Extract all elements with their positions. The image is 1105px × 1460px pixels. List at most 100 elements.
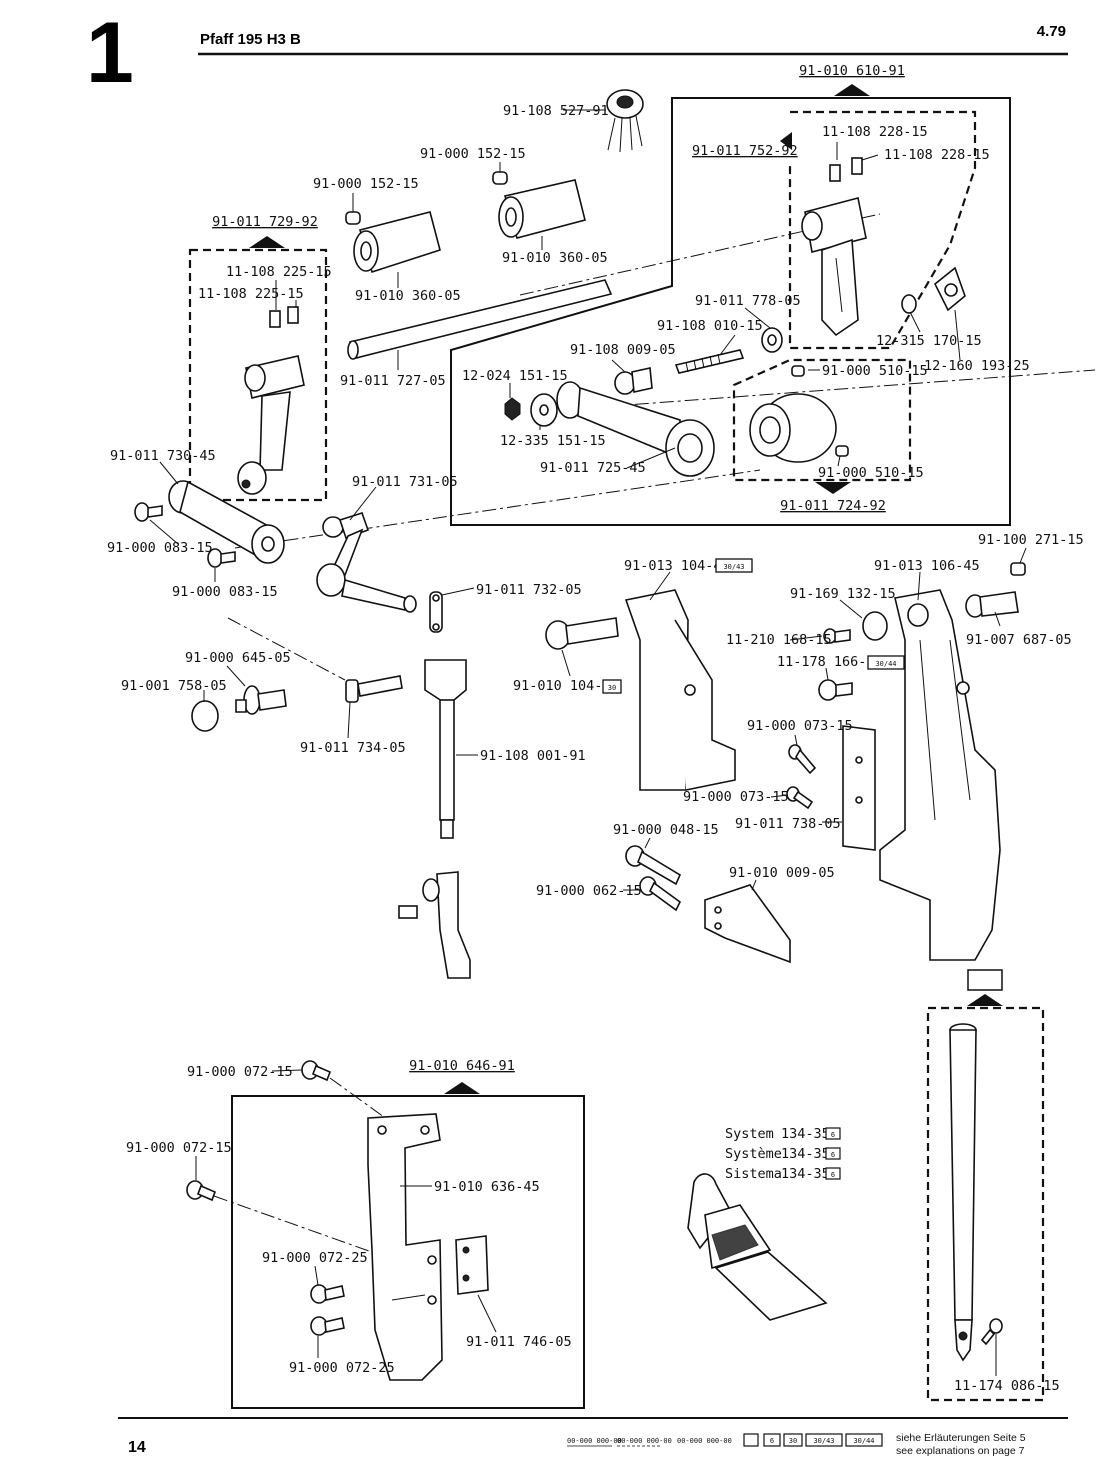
link-icon [429, 591, 443, 633]
part-label: 91-000 073-15 [683, 789, 789, 805]
empty-reference-box [967, 969, 1003, 991]
assembly-number-top-right: 91-010 610-91 [799, 63, 905, 79]
presser-bar-icon [424, 659, 467, 839]
part-label: 91-000 083-15 [172, 584, 278, 600]
assembly-marker-inner [780, 132, 792, 150]
bolt-icon [639, 876, 682, 912]
part-label: 91-000 072-15 [187, 1064, 293, 1080]
reference-badges: 30/43 30/44 30 [602, 558, 905, 694]
part-label: 91-100 271-15 [978, 532, 1084, 548]
revision-date: 4.79 [1037, 23, 1066, 40]
part-label: 91-000 645-05 [185, 650, 291, 666]
needle-bar-icon [949, 1023, 977, 1362]
connecting-rod-icon [556, 381, 715, 477]
part-label: 91-010 104-05 [513, 678, 619, 694]
part-label: 11-178 166-15 [777, 654, 883, 670]
assembly-number-inner: 91-011 752-92 [692, 143, 798, 159]
assembly-marker-lower-right [815, 482, 851, 494]
needle-system-value: 134-35 [781, 1126, 830, 1142]
screw-icon [823, 628, 851, 644]
assembly-number-bottom-left: 91-010 646-91 [409, 1058, 515, 1074]
bushing-icon [353, 211, 441, 274]
part-label: 91-108 010-15 [657, 318, 763, 334]
page-title: Pfaff 195 H3 B [200, 31, 301, 48]
needle-system-label: Système [725, 1146, 782, 1162]
needle-bar-frame-icon [879, 589, 1001, 961]
part-label: 12-160 193-25 [924, 358, 1030, 374]
part-label: 91-011 730-45 [110, 448, 216, 464]
assembly-marker-bottom-left [444, 1082, 480, 1094]
part-label: 11-108 225-15 [198, 286, 304, 302]
part-label: 91-000 048-15 [613, 822, 719, 838]
part-label: 91-108 527-91 [503, 103, 609, 119]
screw-icon [207, 548, 236, 568]
group-number: 1 [86, 5, 134, 101]
part-label: 91-000 073-15 [747, 718, 853, 734]
part-label: 91-108 001-91 [480, 748, 586, 764]
needle-system-value: 134-35 [781, 1166, 830, 1182]
shoulder-screw-icon [235, 685, 287, 715]
assembly-frame-inner [788, 110, 977, 350]
badge-label: 30 [608, 684, 616, 692]
needle-clamp-plate-icon [367, 1113, 443, 1381]
footer-note-de: siehe Erläuterungen Seite 5 [896, 1432, 1026, 1444]
hinge-pin-icon [545, 617, 619, 650]
footer-badge: 30/44 [853, 1437, 874, 1445]
screw-icon [980, 1318, 1003, 1346]
grub-screw-icon [345, 211, 361, 225]
part-label: 91-000 152-15 [420, 146, 526, 162]
part-label: 91-000 072-15 [126, 1140, 232, 1156]
needle-system-table: System 134-35 6 Système 134-35 6 Sistema… [725, 1126, 841, 1182]
axis-line-screw-top [329, 1077, 396, 1126]
stop-clip-icon [345, 675, 403, 703]
part-label: 91-000 510-15 [822, 363, 928, 379]
axis-line-screw-side [213, 1195, 401, 1263]
footer-badge: 6 [770, 1437, 774, 1445]
part-label: 91-000 510-15 [818, 465, 924, 481]
part-label: 91-000 072-25 [262, 1250, 368, 1266]
screw-icon [134, 502, 163, 522]
part-label: 91-000 152-15 [313, 176, 419, 192]
part-label: 91-011 746-05 [466, 1334, 572, 1350]
badge-label: 30/43 [723, 563, 744, 571]
screw-icon [818, 679, 853, 701]
assembly-number-lower-right: 91-011 724-92 [780, 498, 886, 514]
needle-package-icon [687, 1173, 828, 1321]
part-label: 91-011 727-05 [340, 373, 446, 389]
part-label: 91-001 758-05 [121, 678, 227, 694]
part-label: 91-010 360-05 [502, 250, 608, 266]
washer-icon [901, 294, 917, 314]
guide-block-icon [704, 884, 791, 964]
washer-hole-icon [539, 404, 549, 416]
part-label: 91-011 734-05 [300, 740, 406, 756]
grub-screw-icon [1010, 562, 1026, 576]
eccentric-icon [749, 393, 837, 463]
assembly-marker-needle-bar [967, 994, 1003, 1006]
part-label: 11-210 168-15 [726, 632, 832, 648]
axis-line-left [234, 469, 761, 549]
bushing-icon [498, 179, 586, 239]
part-label: 91-013 106-45 [874, 558, 980, 574]
part-label: 91-011 778-05 [695, 293, 801, 309]
assembly-marker-left [249, 236, 285, 248]
wing-nut-icon [933, 266, 966, 312]
hex-nut-icon [504, 397, 521, 421]
part-label: 91-011 725-45 [540, 460, 646, 476]
footer-badge: 30/43 [813, 1437, 834, 1445]
assembly-frame-top-right [450, 97, 1011, 526]
screw-icon [310, 1284, 345, 1304]
part-label: 11-108 228-15 [822, 124, 928, 140]
assembly-frame-bottom-left [231, 1095, 585, 1409]
part-label: 12-024 151-15 [462, 368, 568, 384]
assembly-number-left: 91-011 729-92 [212, 214, 318, 230]
screw-icon [788, 744, 817, 775]
needle-system-label: Sistema [725, 1166, 782, 1182]
needle-system-value: 134-35 [781, 1146, 830, 1162]
oil-wick-cup-icon [606, 89, 644, 153]
screw-icon [301, 1060, 332, 1082]
page-number: 14 [128, 1439, 146, 1456]
part-label: 91-000 083-15 [107, 540, 213, 556]
lever-icon [168, 480, 285, 564]
footer-code: 00-000 000-00 [677, 1437, 732, 1445]
footer-empty-box [743, 1433, 759, 1447]
